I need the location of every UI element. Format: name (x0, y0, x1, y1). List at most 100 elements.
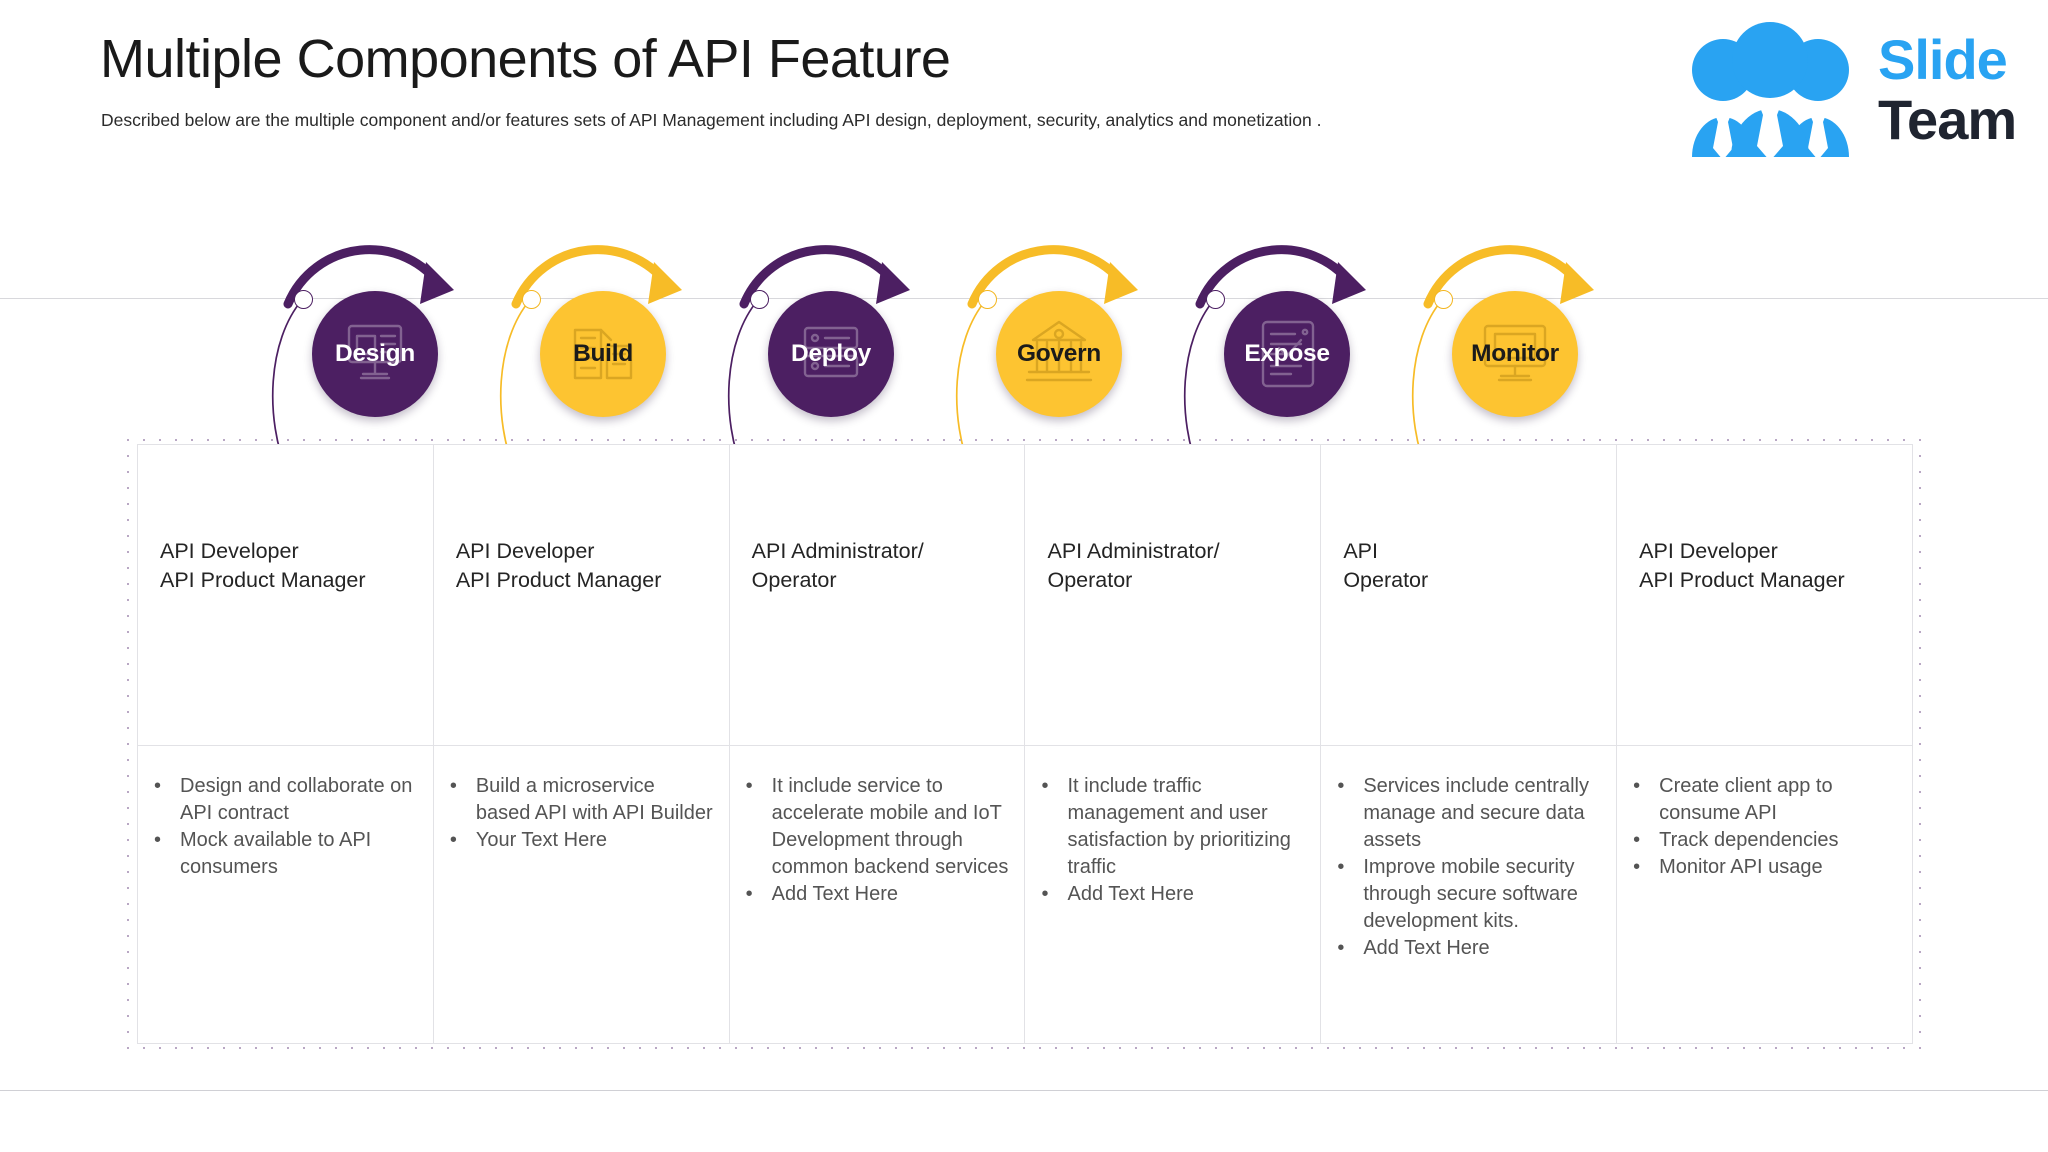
role-cell: API Administrator/Operator (1025, 445, 1321, 746)
logo-word-slide: Slide (1878, 28, 2008, 91)
three-people-icon (1692, 22, 1849, 157)
node-connector-dot (522, 290, 541, 309)
role-line: Operator (1047, 568, 1133, 592)
bullet-marker-icon: • (1633, 829, 1641, 851)
list-item-text: Mock available to API consumers (180, 829, 372, 878)
role-line: API Developer (1639, 539, 1778, 563)
build-blocks-icon (573, 328, 633, 380)
role-line: API Administrator/ (751, 539, 924, 563)
list-item: • Improve mobile security through secure … (1337, 854, 1600, 935)
bullets-cell: • It include service to accelerate mobile… (730, 746, 1025, 1043)
list-item: • Design and collaborate on API contract (154, 773, 417, 827)
govern-building-icon (1025, 320, 1093, 382)
list-item: • Mock available to API consumers (154, 827, 417, 881)
node-label: Deploy (791, 340, 871, 367)
timeline-node-monitor[interactable]: Monitor (1406, 236, 1636, 595)
bottom-divider (0, 1090, 2048, 1091)
list-item-text: It include traffic management and user s… (1067, 775, 1291, 878)
node-label: Expose (1244, 340, 1330, 367)
node-connector-dot (978, 290, 997, 309)
role-line: API Product Manager (1639, 568, 1845, 592)
list-item: • Build a microservice based API with API… (450, 773, 713, 827)
slideteam-logo: Slide Team (1678, 18, 2038, 158)
list-item-text: Add Text Here (1067, 883, 1194, 905)
node-connector-dot (750, 290, 769, 309)
role-line: Operator (1343, 568, 1429, 592)
node-label: Design (335, 340, 415, 367)
role-line: API (1343, 539, 1378, 563)
bullets-cell: •Design and collaborate on API contract•… (138, 746, 433, 1043)
role-cell: API Administrator/Operator (729, 445, 1025, 746)
bullet-marker-icon: • (1633, 775, 1641, 797)
role-line: API Product Manager (455, 568, 662, 592)
table-column: API Administrator/Operator • It include tr… (1025, 445, 1322, 1043)
timeline-node-deploy[interactable]: Deploy (722, 236, 952, 595)
timeline-node-build[interactable]: Build (494, 236, 724, 595)
node-circle-monitor[interactable]: Monitor (1452, 291, 1578, 417)
bullets-cell: • Services include centrally manage and s… (1321, 746, 1616, 1043)
list-item: • Add Text Here (1337, 935, 1600, 962)
node-circle-design[interactable]: Design (312, 291, 438, 417)
bullet-marker-icon: • (745, 883, 753, 905)
role-cell: API Operator (1321, 445, 1617, 746)
bullet-marker-icon: • (1041, 883, 1049, 905)
list-item-text: Services include centrally manage and se… (1363, 775, 1589, 851)
node-circle-deploy[interactable]: Deploy (768, 291, 894, 417)
list-item-text: Build a microservice based API with API … (475, 775, 713, 824)
list-item-text: Add Text Here (771, 883, 899, 905)
node-label: Build (573, 340, 633, 367)
list-item: • It include traffic management and user … (1041, 773, 1304, 881)
node-label: Govern (1017, 340, 1101, 367)
list-item-text: It include service to accelerate mobile … (771, 775, 1009, 878)
role-line: API Administrator/ (1047, 539, 1220, 563)
bullet-marker-icon: • (154, 775, 162, 797)
monitor-screen-icon (1483, 324, 1547, 382)
node-circle-build[interactable]: Build (540, 291, 666, 417)
list-item: •Track dependencies (1633, 827, 1896, 854)
timeline-node-govern[interactable]: Govern (950, 236, 1180, 595)
role-line: Operator (751, 568, 837, 592)
bullets-cell: • Build a microservice based API with API… (434, 746, 729, 1043)
list-item-text: Create client app to consume API (1659, 775, 1833, 824)
list-item-text: Design and collaborate on API contract (180, 775, 413, 824)
bullet-marker-icon: • (1337, 937, 1345, 959)
list-item: •Services include centrally manage and s… (1337, 773, 1600, 854)
list-item: • Add Text Here (1041, 881, 1304, 908)
design-monitor-icon (347, 324, 403, 380)
list-item: • Add Text Here (746, 881, 1009, 908)
role-line: API Developer (160, 539, 299, 563)
timeline-node-design[interactable]: Design (266, 236, 496, 595)
bullet-marker-icon: • (1041, 775, 1049, 797)
role-line: API Product Manager (160, 568, 366, 592)
bullets-cell: • It include traffic management and user … (1025, 746, 1320, 1043)
list-item-text: Monitor API usage (1659, 856, 1823, 878)
expose-document-icon (1261, 320, 1315, 388)
deploy-server-icon (803, 326, 859, 378)
table-column: API Operator • Services include centrally m… (1321, 445, 1618, 1043)
bullet-marker-icon: • (449, 775, 457, 797)
bullet-marker-icon: • (1633, 856, 1641, 878)
list-item-text: Add Text Here (1363, 937, 1490, 959)
list-item: • It include service to accelerate mobile… (746, 773, 1009, 881)
node-connector-dot (1206, 290, 1225, 309)
bullet-marker-icon: • (1337, 856, 1345, 878)
list-item: •Your Text Here (450, 827, 713, 854)
page-title: Multiple Components of API Feature (100, 29, 951, 89)
role-line: API Developer (455, 539, 595, 563)
list-item: • Create client app to consume API (1633, 773, 1896, 827)
timeline-node-expose[interactable]: Expose (1178, 236, 1408, 595)
node-circle-govern[interactable]: Govern (996, 291, 1122, 417)
list-item-text: Improve mobile security through secure s… (1363, 856, 1578, 932)
bullet-marker-icon: • (745, 775, 753, 797)
logo-word-team: Team (1878, 88, 2017, 151)
node-circle-expose[interactable]: Expose (1224, 291, 1350, 417)
top-divider (0, 298, 2048, 299)
bullet-marker-icon: • (154, 829, 162, 851)
